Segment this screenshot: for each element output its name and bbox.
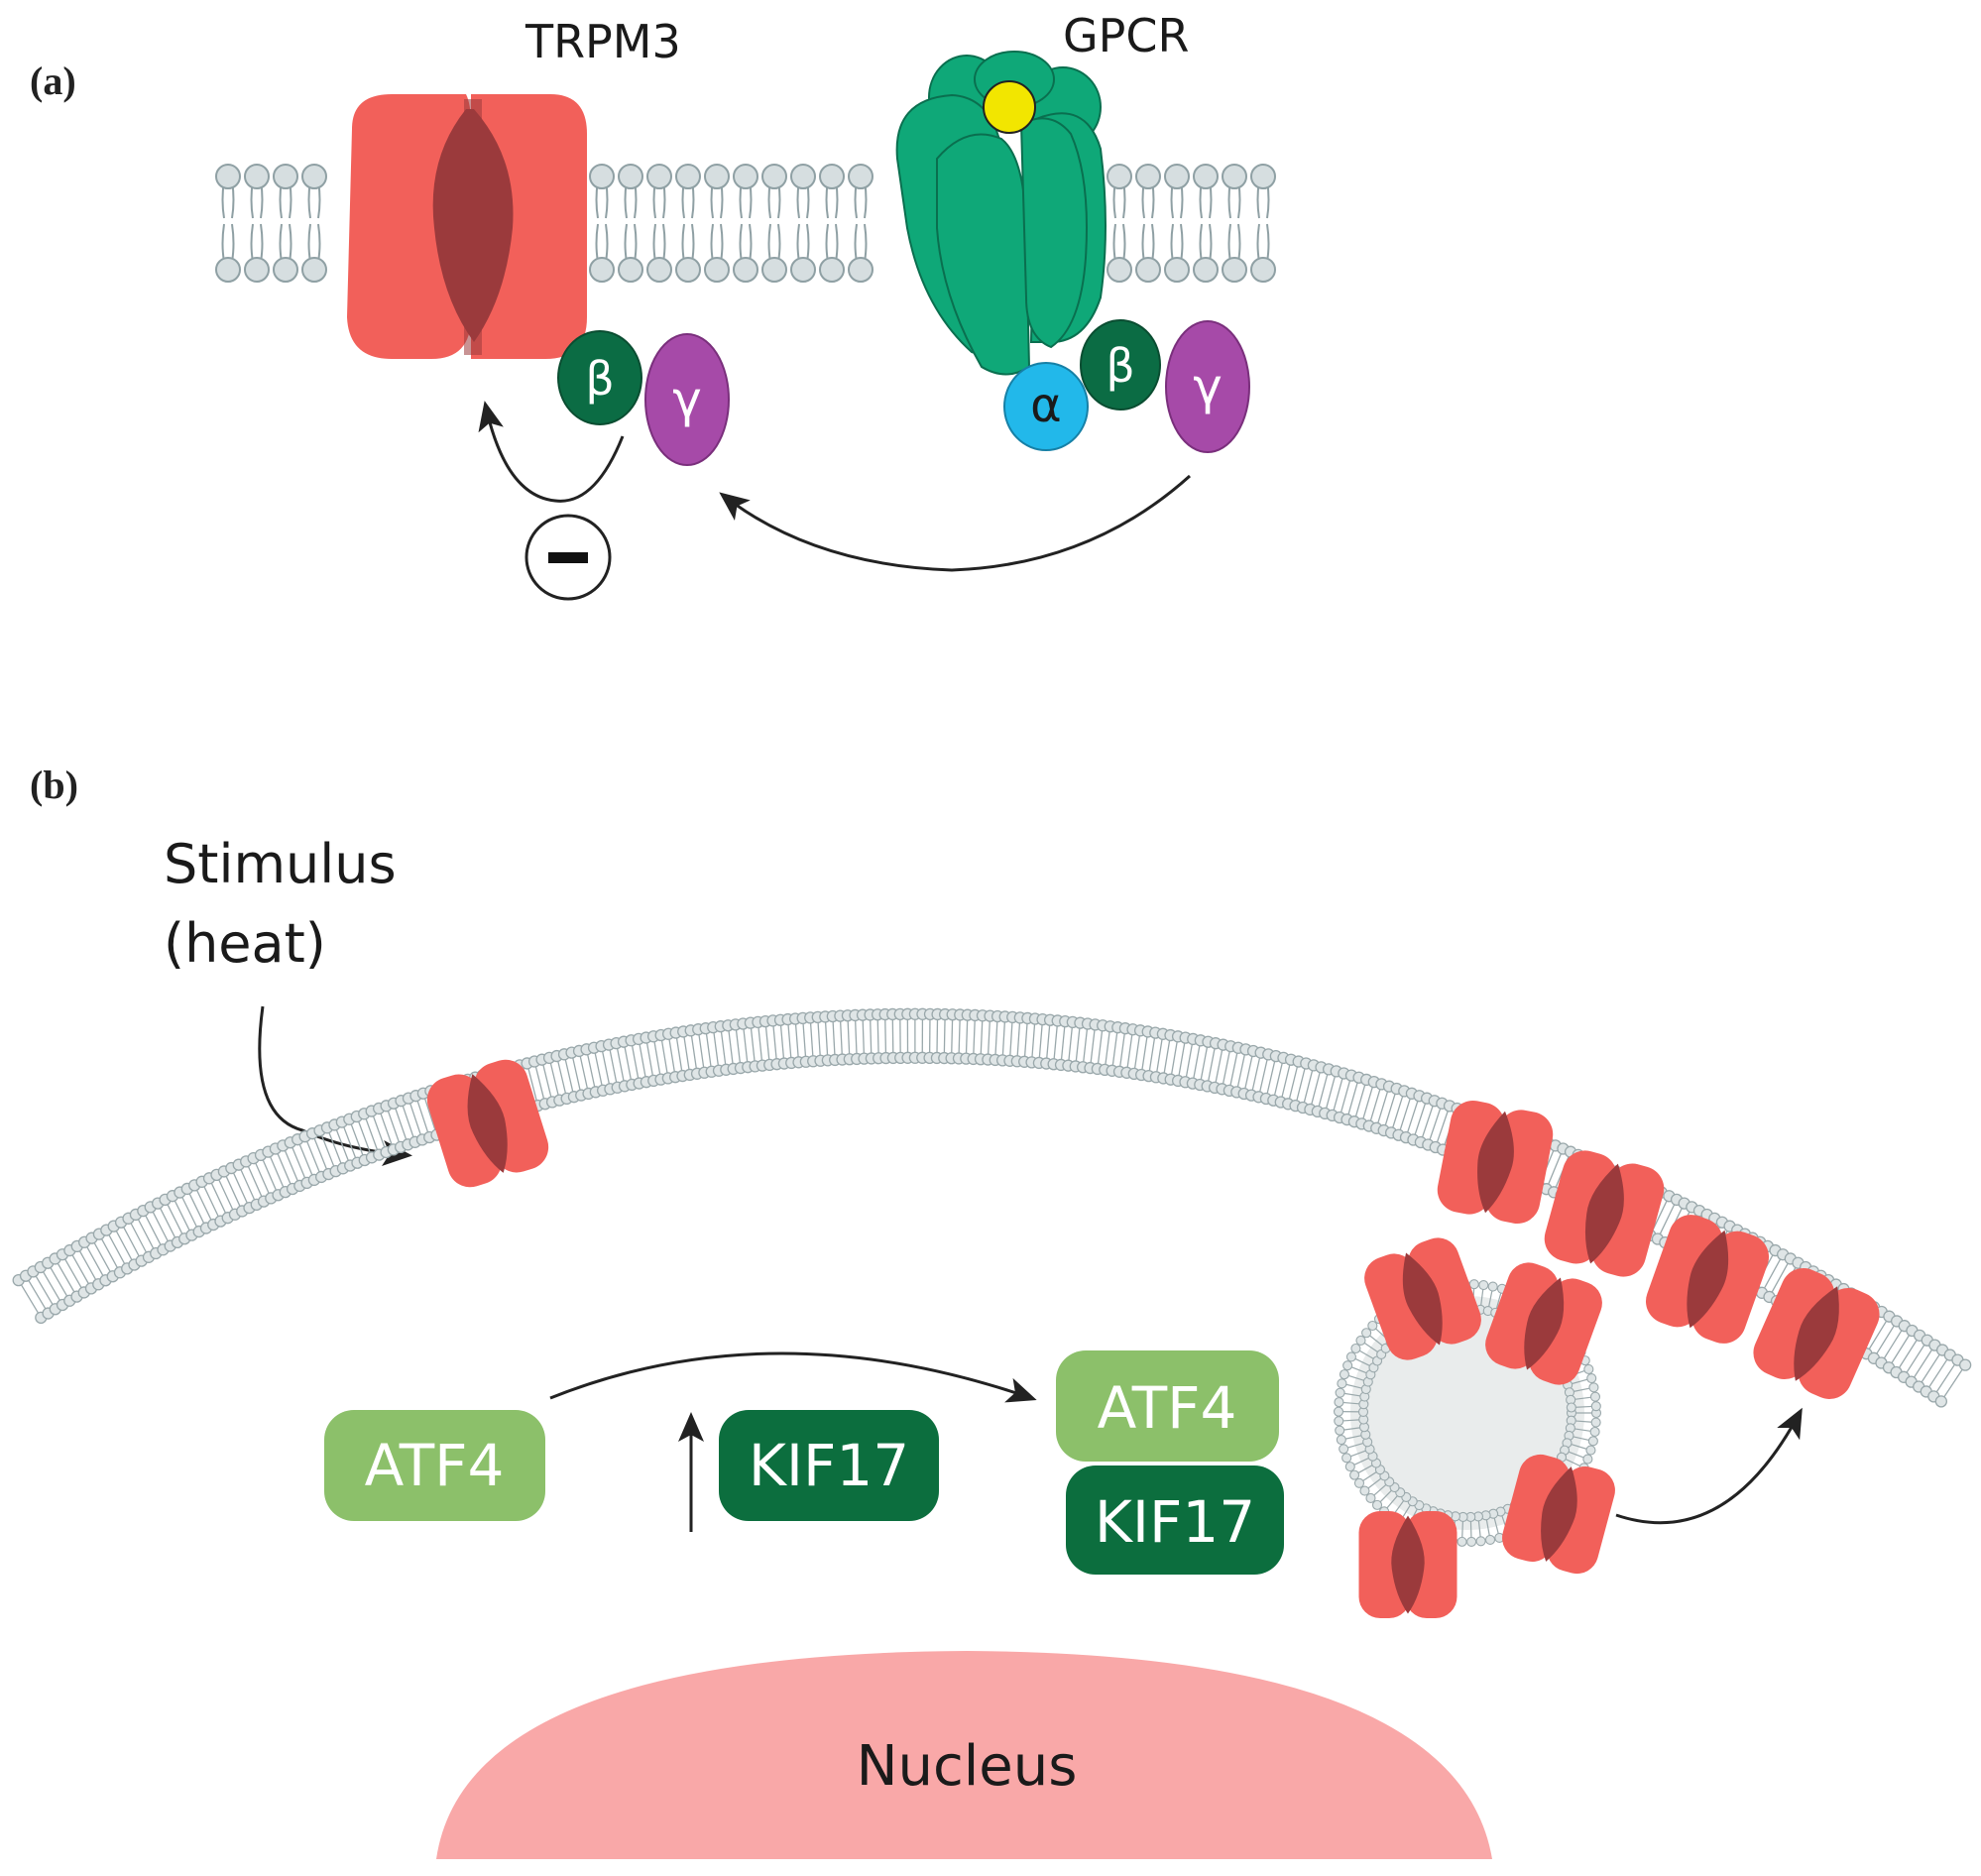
complex-kif17-label: KIF17 xyxy=(1095,1488,1255,1556)
arrow-stimulus xyxy=(258,1005,412,1166)
kif17-box: KIF17 xyxy=(719,1410,939,1521)
gpcr-label: GPCR xyxy=(1063,9,1189,62)
nucleus-label: Nucleus xyxy=(857,1734,1078,1799)
arrow-vesicle-to-membrane xyxy=(1615,1407,1803,1525)
complex-atf4-label: ATF4 xyxy=(1098,1374,1237,1442)
trpm3-channel xyxy=(347,94,587,359)
stimulus-label-line1: Stimulus xyxy=(164,833,397,895)
g-beta-label-1: β xyxy=(585,352,614,406)
gpcr-ligand xyxy=(983,80,1036,134)
panel-b-label: (b) xyxy=(30,762,78,807)
vesicle-channels xyxy=(1358,1237,1615,1618)
panel-b: (b) Stimulus (heat) ATF4 KIF17 ATF4 xyxy=(12,762,1972,1859)
panel-a: (a) TRPM3 β γ GPCR xyxy=(30,9,1276,601)
g-beta-gamma-dimer-trpm3: β γ xyxy=(557,330,730,466)
membrane-bilayer-a xyxy=(215,164,1276,283)
gpcr-receptor xyxy=(895,51,1107,376)
g-protein-heterotrimer: α β γ xyxy=(1003,319,1250,453)
membrane-channels xyxy=(426,1059,1880,1399)
arrow-gpcr-to-betagamma xyxy=(719,474,1192,572)
panel-a-label: (a) xyxy=(30,59,76,103)
g-alpha-label: α xyxy=(1030,378,1062,433)
nucleus: Nucleus xyxy=(436,1651,1492,1859)
membrane-bilayer-b xyxy=(12,1007,1972,1408)
trpm3-label: TRPM3 xyxy=(524,15,681,68)
atf4-label: ATF4 xyxy=(365,1432,505,1499)
stimulus-label-line2: (heat) xyxy=(164,912,326,975)
atf4-kif17-complex: ATF4 KIF17 xyxy=(1056,1350,1284,1575)
g-gamma-label-1: γ xyxy=(672,371,702,428)
arrow-atf4-to-complex xyxy=(549,1351,1037,1403)
arrow-inhibit-trpm3 xyxy=(478,401,625,503)
kif17-label: KIF17 xyxy=(749,1432,909,1499)
atf4-box: ATF4 xyxy=(324,1410,545,1521)
g-gamma-label-2: γ xyxy=(1193,358,1223,415)
g-beta-label-2: β xyxy=(1106,339,1134,393)
